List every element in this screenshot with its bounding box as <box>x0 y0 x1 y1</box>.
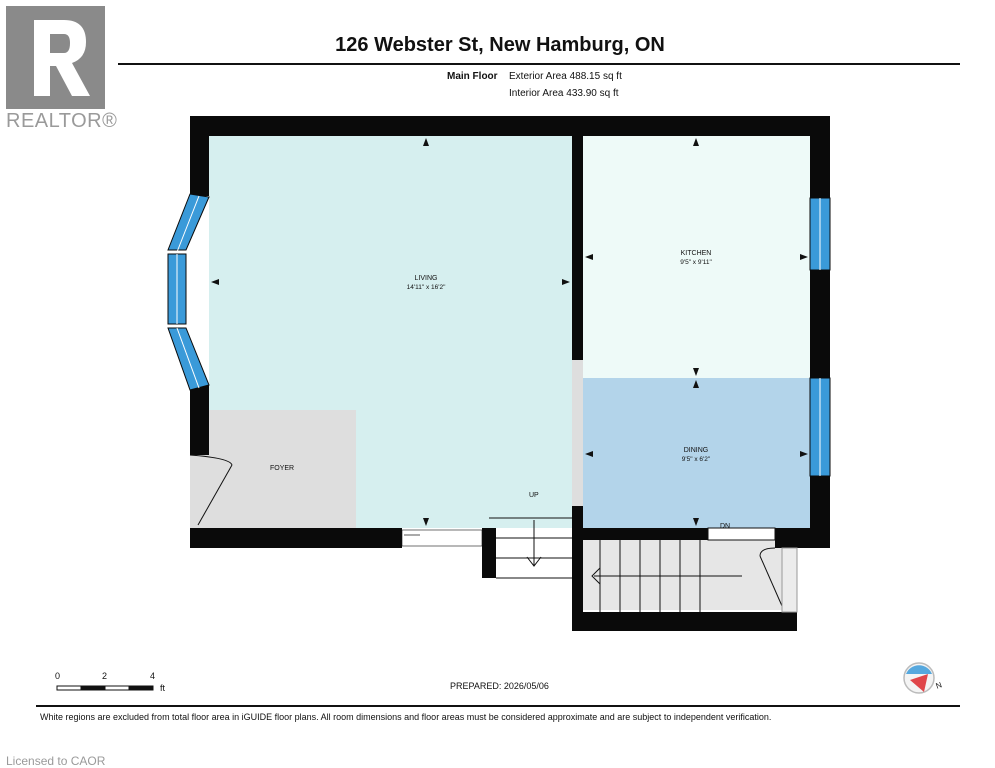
exterior-walls <box>190 116 830 631</box>
compass-icon <box>903 662 935 694</box>
scale-label-4: 4 <box>150 671 156 681</box>
side-door-swing <box>759 547 798 613</box>
disclaimer-text: White regions are excluded from total fl… <box>40 712 772 722</box>
realtor-r-mark <box>34 20 90 96</box>
realtor-logo-text: REALTOR® <box>6 110 118 132</box>
dining-room <box>583 378 810 528</box>
scale-bar <box>56 685 154 691</box>
scale-label-0: 0 <box>55 671 61 681</box>
foyer-area <box>190 410 356 528</box>
stair-landing <box>583 530 797 610</box>
living-dims: 14'11" x 16'2" <box>406 284 446 291</box>
stairs-down-label: DN <box>720 523 731 530</box>
kitchen-dims: 9'5" x 9'11" <box>680 259 712 266</box>
dining-dims: 9'5" x 6'2" <box>681 456 711 463</box>
prepared-date: PREPARED: 2026/05/06 <box>450 681 549 691</box>
scale-label-2: 2 <box>102 671 108 681</box>
patio-door <box>401 529 483 547</box>
page-title: 126 Webster St, New Hamburg, ON <box>335 34 665 56</box>
dimension-arrows <box>211 138 808 526</box>
license-text: Licensed to CAOR <box>6 754 106 768</box>
stairs-up <box>489 517 572 579</box>
interior-area: Interior Area 433.90 sq ft <box>509 88 619 99</box>
foyer-label: FOYER <box>270 465 295 472</box>
hallway-gap <box>572 360 583 508</box>
exterior-area: Exterior Area 488.15 sq ft <box>509 71 622 82</box>
dining-name: DINING <box>683 447 709 454</box>
floor-name: Main Floor <box>447 71 498 82</box>
kitchen-room-label: KITCHEN 9'5" x 9'11" <box>646 249 746 267</box>
header-divider <box>118 63 960 65</box>
kitchen-name: KITCHEN <box>680 250 712 257</box>
stairs-up-label: UP <box>529 492 539 499</box>
scale-unit: ft <box>160 683 166 693</box>
realtor-logo <box>6 6 105 109</box>
dining-room-label: DINING 9'5" x 6'2" <box>646 446 746 464</box>
living-name: LIVING <box>414 275 438 282</box>
stairs-down <box>591 527 776 612</box>
living-room-label: LIVING 14'11" x 16'2" <box>376 274 476 292</box>
front-door-swing <box>189 454 233 526</box>
kitchen-room <box>583 136 810 378</box>
